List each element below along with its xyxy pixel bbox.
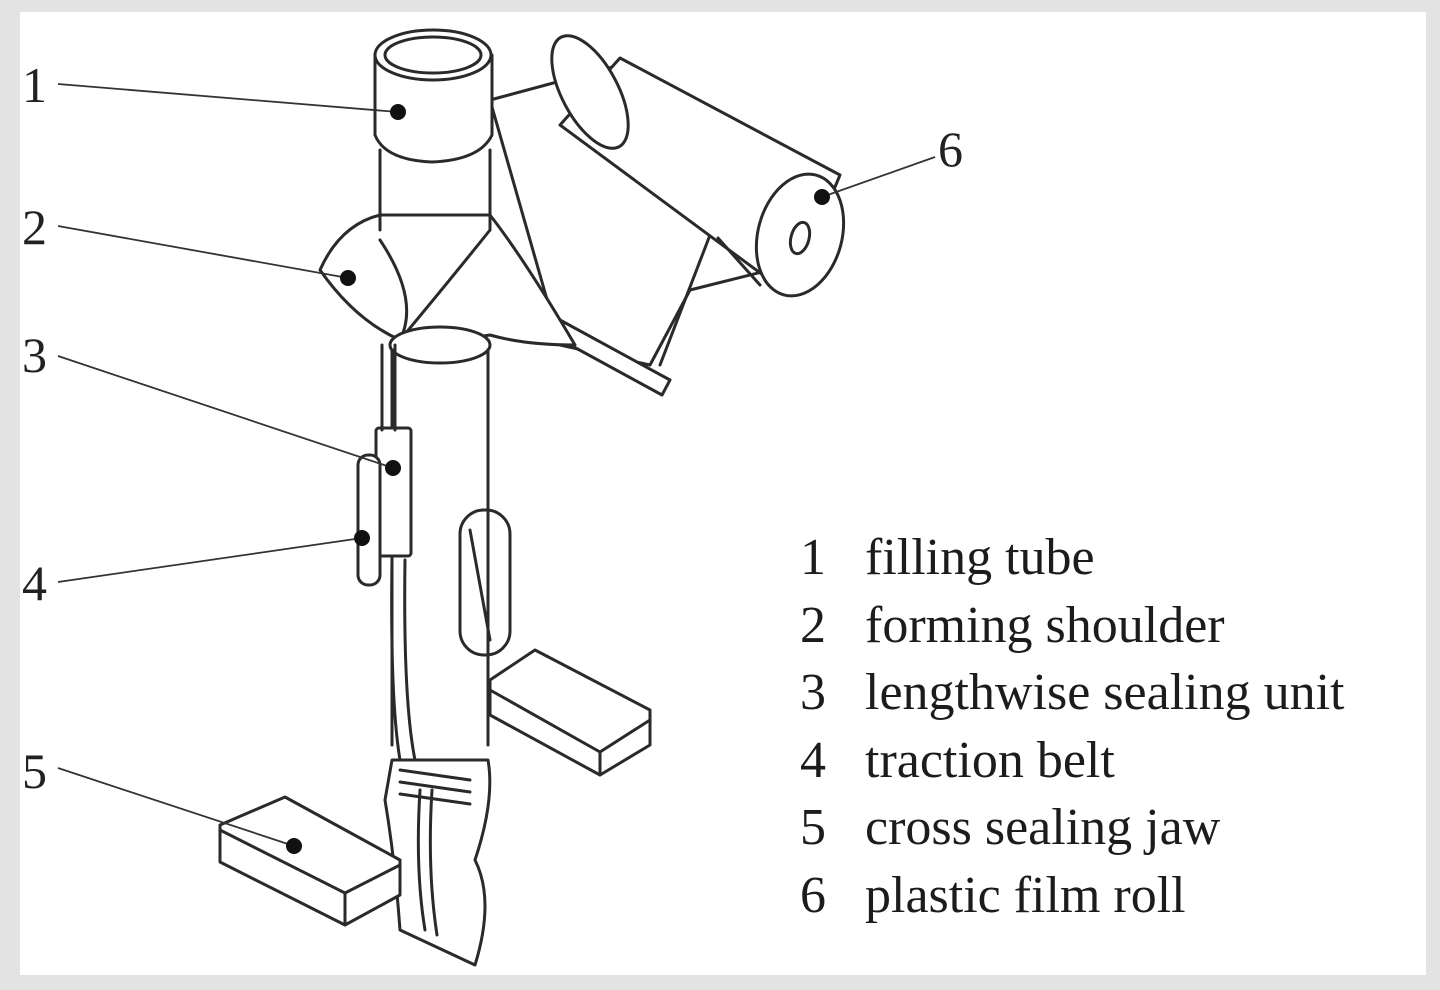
legend-item: 1 filling tube xyxy=(800,528,1430,596)
callout-4: 4 xyxy=(22,555,47,611)
legend-item: 6 plastic film roll xyxy=(800,866,1430,934)
callout-leaders xyxy=(57,83,936,847)
callout-2: 2 xyxy=(22,199,47,255)
callout-5: 5 xyxy=(22,743,47,799)
callout-6: 6 xyxy=(938,121,963,177)
filling-tube xyxy=(373,28,494,747)
legend-number: 6 xyxy=(800,866,826,924)
legend-item: 4 traction belt xyxy=(800,731,1430,799)
legend-number: 2 xyxy=(800,596,826,654)
legend-label: lengthwise sealing unit xyxy=(865,664,1345,722)
callout-dots xyxy=(286,104,830,854)
legend-number: 4 xyxy=(800,731,826,789)
bag xyxy=(383,498,492,967)
legend-number: 3 xyxy=(800,664,826,722)
legend-item: 3 lengthwise sealing unit xyxy=(800,663,1430,731)
legend-number: 1 xyxy=(800,529,826,586)
legend: 1 filling tube 2 forming shoulder 3 leng… xyxy=(800,528,1430,934)
cross-sealing-jaw-left xyxy=(218,795,402,927)
legend-number: 5 xyxy=(800,799,826,857)
legend-label: forming shoulder xyxy=(865,596,1225,654)
legend-label: cross sealing jaw xyxy=(865,799,1221,857)
legend-item: 2 forming shoulder xyxy=(800,596,1430,664)
legend-item: 5 cross sealing jaw xyxy=(800,798,1430,866)
legend-label: filling tube xyxy=(865,529,1095,586)
legend-label: plastic film roll xyxy=(865,866,1186,924)
callout-1: 1 xyxy=(22,57,47,113)
lengthwise-sealing-unit xyxy=(356,343,512,657)
callout-3: 3 xyxy=(22,327,47,383)
cross-sealing-jaw-right xyxy=(488,648,652,777)
legend-label: traction belt xyxy=(865,731,1115,789)
